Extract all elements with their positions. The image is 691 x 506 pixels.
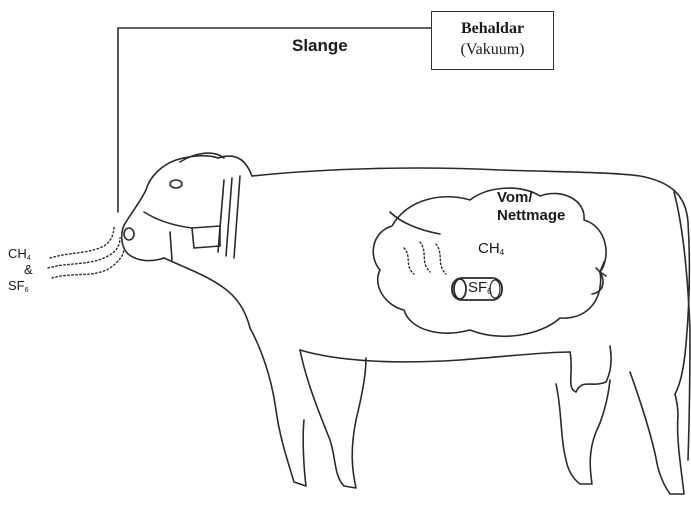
gas-wisp-1: [50, 226, 114, 258]
rumen-gas-wisp-3: [436, 244, 446, 274]
hose-label: Slange: [292, 36, 348, 56]
collar-2: [226, 178, 232, 256]
cow-eye: [170, 180, 182, 188]
rumen-outline: [373, 188, 606, 336]
cow-neck-dewlap: [164, 258, 250, 328]
collar-1: [218, 180, 224, 252]
sf6-capsule-cap: [454, 279, 466, 299]
capsule-sf6-label: SF6: [468, 279, 492, 296]
rumen-gas-wisp-2: [420, 242, 430, 272]
gas-wisp-2: [48, 238, 120, 268]
cow-front-leg-a: [250, 328, 306, 486]
container-title: Behaldar: [431, 20, 554, 38]
halter-noseband: [144, 212, 192, 228]
cow-hind-leg-b: [630, 372, 684, 494]
cow-front-leg-b: [300, 350, 366, 488]
exhaled-sf6-label: SF6: [8, 278, 29, 294]
muzzle-nostril: [124, 228, 134, 240]
cow-head: [122, 156, 252, 261]
rumen-label-line2: Nettmage: [497, 207, 565, 224]
cow-udder: [570, 346, 611, 392]
rumen-gas-wisp-1: [404, 248, 414, 274]
container-subtitle: (Vakuum): [431, 41, 554, 59]
sampling-hose: [118, 28, 432, 212]
cow-belly: [300, 350, 570, 362]
halter-cheek: [192, 226, 220, 248]
exhaled-ch4-label: CH4: [8, 246, 31, 262]
halter-throat: [170, 232, 172, 260]
collar-3: [234, 176, 240, 258]
cow-hind-leg-a: [556, 380, 610, 484]
rumen-label-line1: Vom/: [497, 189, 533, 206]
rumen-ch4-label: CH4: [478, 240, 504, 257]
exhaled-ampersand: &: [24, 262, 33, 277]
esophagus: [390, 212, 440, 234]
